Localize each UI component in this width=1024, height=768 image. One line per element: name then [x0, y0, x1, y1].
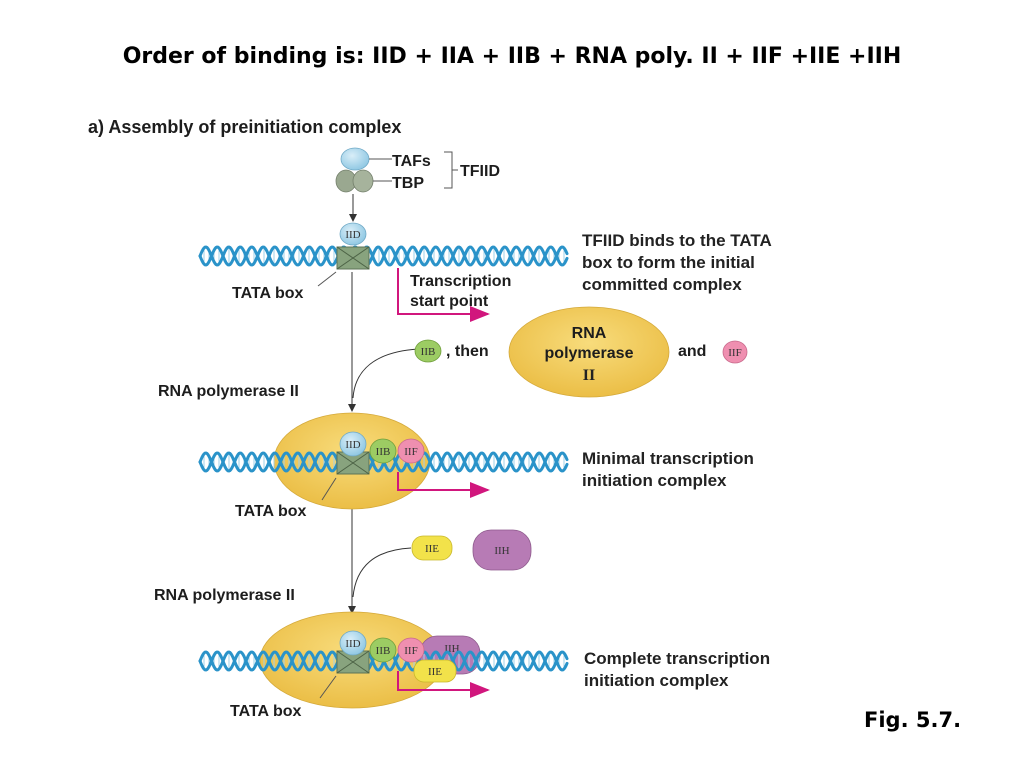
step3-caption-line2: initiation complex — [584, 671, 729, 690]
step1-caption-line1: TFIID binds to the TATA — [582, 231, 772, 250]
step2-caption-line1: Minimal transcription — [582, 449, 754, 468]
iie-join-arrow — [352, 547, 412, 598]
svg-text:IIB: IIB — [376, 645, 391, 657]
svg-text:IIB: IIB — [421, 346, 436, 358]
rnap-label-step3: RNA polymerase II — [154, 587, 295, 604]
tafs-label: TAFs — [392, 153, 431, 170]
svg-text:IIB: IIB — [376, 446, 391, 458]
step2-factors: IID IIB IIF — [336, 431, 425, 475]
transcription-start-label-line1: Transcription — [410, 273, 511, 290]
transcription-start-label-line2: start point — [410, 293, 489, 310]
step1-caption-line2: box to form the initial — [582, 253, 755, 272]
tafs-shape — [340, 147, 370, 171]
step3-factors: IID IIB IIF IIE — [336, 630, 457, 683]
tfiid-bracket — [444, 151, 458, 189]
svg-text:IIF: IIF — [404, 446, 417, 458]
then-label: , then — [446, 343, 489, 360]
iid-label-step1: IID — [345, 229, 360, 241]
tbp-label: TBP — [392, 175, 424, 192]
svg-text:IIH: IIH — [494, 545, 509, 557]
svg-text:IIF: IIF — [404, 645, 417, 657]
step1-tfiid-bound: IID — [336, 222, 370, 270]
step2-caption-line2: initiation complex — [582, 471, 727, 490]
rnap-label-step2: RNA polymerase II — [158, 383, 299, 400]
and-label: and — [678, 343, 706, 360]
svg-text:IIE: IIE — [428, 666, 442, 678]
step3-caption-line1: Complete transcription — [584, 649, 770, 668]
iib-incoming: IIB — [414, 339, 442, 363]
transcription-start-arrow — [397, 268, 490, 322]
svg-text:IID: IID — [345, 439, 360, 451]
tata-box-label-step3: TATA box — [230, 703, 301, 720]
figure-label: Fig. 5.7. — [864, 708, 962, 732]
rna-polymerase-incoming: RNA polymerase II — [508, 306, 670, 398]
tbp-right-lobe — [352, 169, 374, 193]
svg-text:II: II — [583, 367, 595, 384]
svg-text:IID: IID — [345, 638, 360, 650]
iif-incoming: IIF — [722, 340, 748, 364]
iie-incoming: IIE — [411, 535, 453, 561]
step1-caption-line3: committed complex — [582, 275, 742, 294]
slide-title: Order of binding is: IID + IIA + IIB + R… — [122, 44, 902, 69]
step1-dna-helix — [198, 245, 569, 267]
svg-text:IIE: IIE — [425, 543, 439, 555]
svg-text:polymerase: polymerase — [545, 345, 634, 362]
iih-incoming: IIH — [472, 529, 532, 571]
tata-box-label-step1: TATA box — [232, 285, 303, 302]
tfiid-free-complex: TAFs TBP TFIID — [335, 147, 500, 193]
tata-box-label-step2: TATA box — [235, 503, 306, 520]
transcription-arrow-step3 — [397, 671, 490, 698]
transcription-arrow-step2 — [397, 472, 490, 498]
tfiid-label: TFIID — [460, 163, 500, 180]
panel-title: a) Assembly of preinitiation complex — [88, 117, 401, 137]
svg-text:IIF: IIF — [728, 347, 741, 359]
iib-join-arrow — [352, 348, 419, 399]
svg-text:RNA: RNA — [572, 325, 607, 342]
